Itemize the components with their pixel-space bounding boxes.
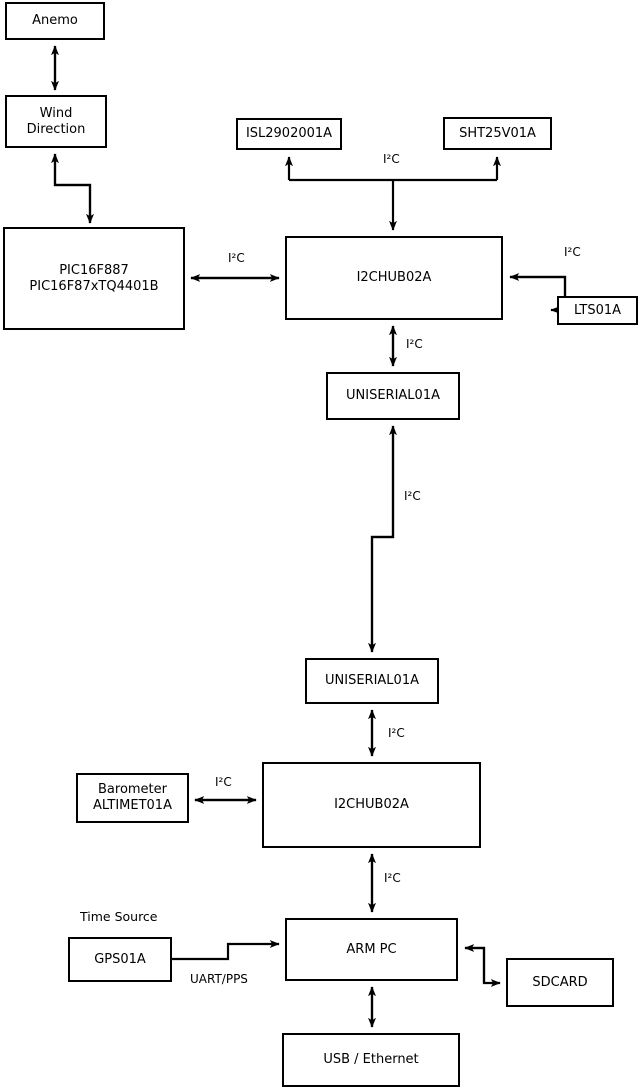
node-i2chub02a-top[interactable]: I2CHUB02A (285, 236, 503, 320)
node-anemo-label: Anemo (32, 13, 78, 28)
edge-label-i2c-uniserial-link: I²C (404, 489, 421, 503)
node-pic-microcontroller-label: PIC16F887 PIC16F87xTQ4401B (29, 262, 159, 294)
node-wind-direction[interactable]: Wind Direction (5, 95, 107, 148)
node-barometer-altimet01a-label: Barometer ALTIMET01A (93, 782, 172, 813)
edge-label-uart-pps: UART/PPS (190, 972, 248, 986)
connector-pic-wind (51, 153, 94, 224)
node-uniserial01a-bottom-label: UNISERIAL01A (325, 673, 419, 688)
edge-label-i2c-hub-lts: I²C (564, 245, 581, 259)
node-uniserial01a-bottom[interactable]: UNISERIAL01A (305, 658, 439, 704)
node-arm-pc-label: ARM PC (346, 941, 397, 957)
node-pic-microcontroller[interactable]: PIC16F887 PIC16F87xTQ4401B (3, 227, 185, 330)
node-i2chub02a-bottom[interactable]: I2CHUB02A (262, 762, 481, 848)
edge-label-i2c-uniserial-hub-bottom: I²C (388, 726, 405, 740)
connector-uniserial-link (368, 425, 397, 653)
node-gps01a-label: GPS01A (94, 951, 146, 967)
edge-label-i2c-hub-uniserial: I²C (406, 337, 423, 351)
node-barometer-altimet01a[interactable]: Barometer ALTIMET01A (76, 773, 189, 823)
node-uniserial01a-top-label: UNISERIAL01A (346, 388, 440, 403)
node-sdcard-label: SDCARD (532, 974, 588, 990)
node-lts01a-label: LTS01A (573, 302, 622, 318)
node-wind-direction-label: Wind Direction (26, 105, 86, 137)
node-isl2902001a-label: ISL2902001A (245, 126, 333, 141)
edge-label-i2c-barometer-hub: I²C (215, 775, 232, 789)
node-sht25v01a-label: SHT25V01A (459, 125, 536, 141)
node-anemo[interactable]: Anemo (5, 2, 105, 40)
node-gps01a[interactable]: GPS01A (68, 937, 172, 982)
node-usb-ethernet-label: USB / Ethernet (323, 1052, 419, 1067)
connector-armpc-sdcard (464, 944, 501, 987)
edge-label-i2c-isl-sht: I²C (383, 152, 400, 166)
edge-label-i2c-pic-hub: I²C (228, 251, 245, 265)
node-arm-pc[interactable]: ARM PC (285, 918, 458, 981)
node-usb-ethernet[interactable]: USB / Ethernet (282, 1033, 460, 1087)
node-uniserial01a-top[interactable]: UNISERIAL01A (326, 372, 460, 420)
edge-label-i2c-hub-armpc: I²C (384, 871, 401, 885)
node-sht25v01a[interactable]: SHT25V01A (443, 117, 552, 150)
node-isl2902001a[interactable]: ISL2902001A (236, 118, 342, 150)
node-i2chub02a-top-label: I2CHUB02A (356, 270, 432, 285)
label-time-source: Time Source (80, 909, 158, 924)
node-sdcard[interactable]: SDCARD (506, 958, 614, 1007)
connector-gps-armpc (172, 940, 280, 961)
connector-hub-isl-sht (285, 156, 501, 231)
node-lts01a[interactable]: LTS01A (557, 296, 638, 325)
node-i2chub02a-bottom-label: I2CHUB02A (334, 797, 409, 812)
